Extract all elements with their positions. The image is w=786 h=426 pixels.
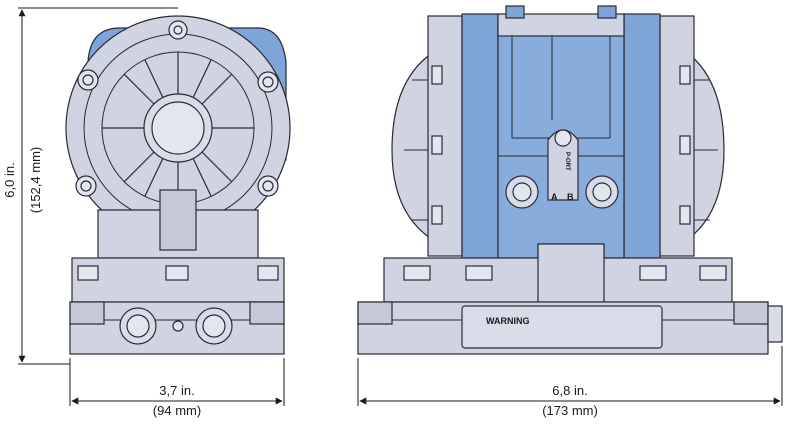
front-view-base-left-tab	[357, 301, 393, 325]
front-view-side-fitting	[767, 305, 783, 343]
bolt-upper-left	[77, 69, 99, 91]
bolt-lower-left	[75, 175, 97, 197]
left-width-imperial: 3,7 in.	[159, 383, 194, 398]
front-view-top-bolt-left	[505, 5, 525, 19]
port-vertical-label: P-ORT	[564, 152, 570, 171]
height-imperial: 6,0 in.	[2, 162, 17, 197]
front-view-blue-right	[623, 13, 661, 259]
end-view-neck-slot	[159, 189, 197, 251]
dimension-annotations	[18, 7, 783, 406]
end-view-manifold-nuts	[77, 265, 279, 281]
front-view-top-bolt-right	[597, 5, 617, 19]
bolt-top	[168, 20, 188, 40]
front-view-valve-screw	[554, 129, 572, 147]
height-dimension-metric-label: (152,4 mm)	[28, 147, 43, 213]
height-metric: (152,4 mm)	[28, 147, 43, 213]
front-view-blue-left	[461, 13, 499, 259]
bolt-upper-right	[257, 71, 279, 93]
right-width-imperial: 6,8 in.	[552, 383, 587, 398]
front-view-frame-bolts	[431, 65, 691, 225]
front-view-top-plate	[497, 13, 625, 37]
port-letter-a: A	[551, 192, 558, 202]
pump-end-view	[65, 15, 291, 355]
height-dimension-label: 6,0 in.	[2, 162, 17, 197]
front-view-manifold-neck	[537, 243, 605, 303]
left-width-metric: (94 mm)	[153, 403, 201, 418]
end-view-hub-inner	[151, 101, 205, 155]
bolt-lower-right	[257, 175, 279, 197]
right-width-metric: (173 mm)	[542, 403, 598, 418]
front-view-base-right-tab	[733, 301, 769, 325]
warning-label: WARNING	[486, 316, 530, 326]
warning-plate	[461, 305, 663, 349]
port-letter-b: B	[567, 192, 574, 202]
end-view-center-hole	[172, 320, 184, 332]
end-view-base-left-tab	[69, 301, 105, 325]
front-view-manifold-nuts	[403, 265, 727, 281]
end-view-base-right-tab	[249, 301, 285, 325]
pump-front-view: A B P-ORT WARNING	[357, 5, 783, 355]
